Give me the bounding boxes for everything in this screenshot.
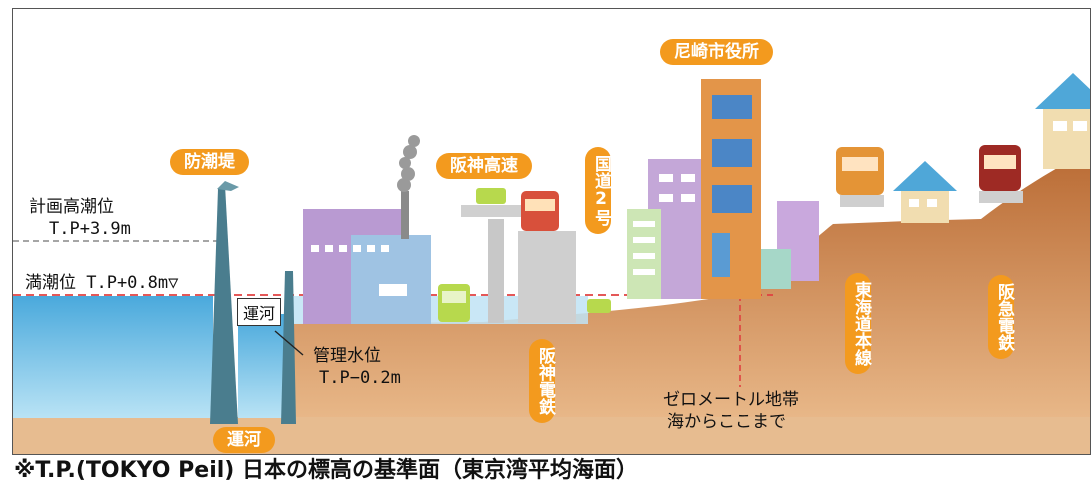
tag-route2: 国道2号	[585, 147, 611, 234]
chimney	[401, 191, 409, 239]
expressway-car	[476, 188, 506, 204]
tag-hankyu-railway: 阪急電鉄	[988, 275, 1014, 359]
expressway-deck	[461, 205, 531, 217]
cross-section-illustration	[13, 73, 1090, 454]
expressway-pillar-1	[488, 219, 504, 323]
planned-tide-label: 計画高潮位	[29, 197, 114, 217]
car-route2	[587, 299, 611, 313]
managed-level-value: T.P−0.2m	[319, 368, 401, 388]
canal-water	[238, 314, 288, 418]
zero-meter-label-2: 海からここまで	[667, 412, 786, 432]
diagram-frame: 計画高潮位 T.P+3.9m 満潮位 T.P+0.8m▽ 運河 管理水位 T.P…	[12, 8, 1091, 455]
ground-profile	[13, 150, 1090, 424]
canal-wall	[281, 271, 296, 424]
house-right	[1043, 109, 1090, 169]
house-roof-blue	[893, 161, 957, 191]
sea-water	[13, 296, 213, 418]
planned-tide-value: T.P+3.9m	[49, 219, 131, 239]
hanshin-train-bridge	[518, 231, 576, 323]
house-roof-right	[1035, 73, 1090, 109]
tag-canal-bottom: 運河	[213, 427, 275, 453]
canal-box-label: 運河	[237, 298, 282, 326]
high-tide-label: 満潮位 T.P+0.8m▽	[25, 273, 179, 293]
tag-tokaido-line: 東海道本線	[845, 273, 871, 374]
managed-level-pointer	[274, 330, 304, 356]
seawall-cap	[217, 181, 239, 191]
zero-meter-label-1: ゼロメートル地帯	[663, 390, 799, 410]
smoke	[397, 135, 420, 192]
managed-level-label: 管理水位	[313, 346, 381, 366]
tag-hanshin-expressway: 阪神高速	[436, 153, 532, 179]
ground-base	[13, 417, 1090, 454]
house-blue	[901, 191, 949, 223]
footnote: ※T.P.(TOKYO Peil) 日本の標高の基準面（東京湾平均海面）	[14, 458, 639, 483]
office-teal	[761, 249, 791, 289]
tag-hanshin-railway: 阪神電鉄	[529, 339, 555, 423]
seawall	[210, 185, 238, 424]
tag-amagasaki-city-hall: 尼崎市役所	[660, 39, 773, 65]
tag-seawall: 防潮堤	[170, 149, 249, 175]
